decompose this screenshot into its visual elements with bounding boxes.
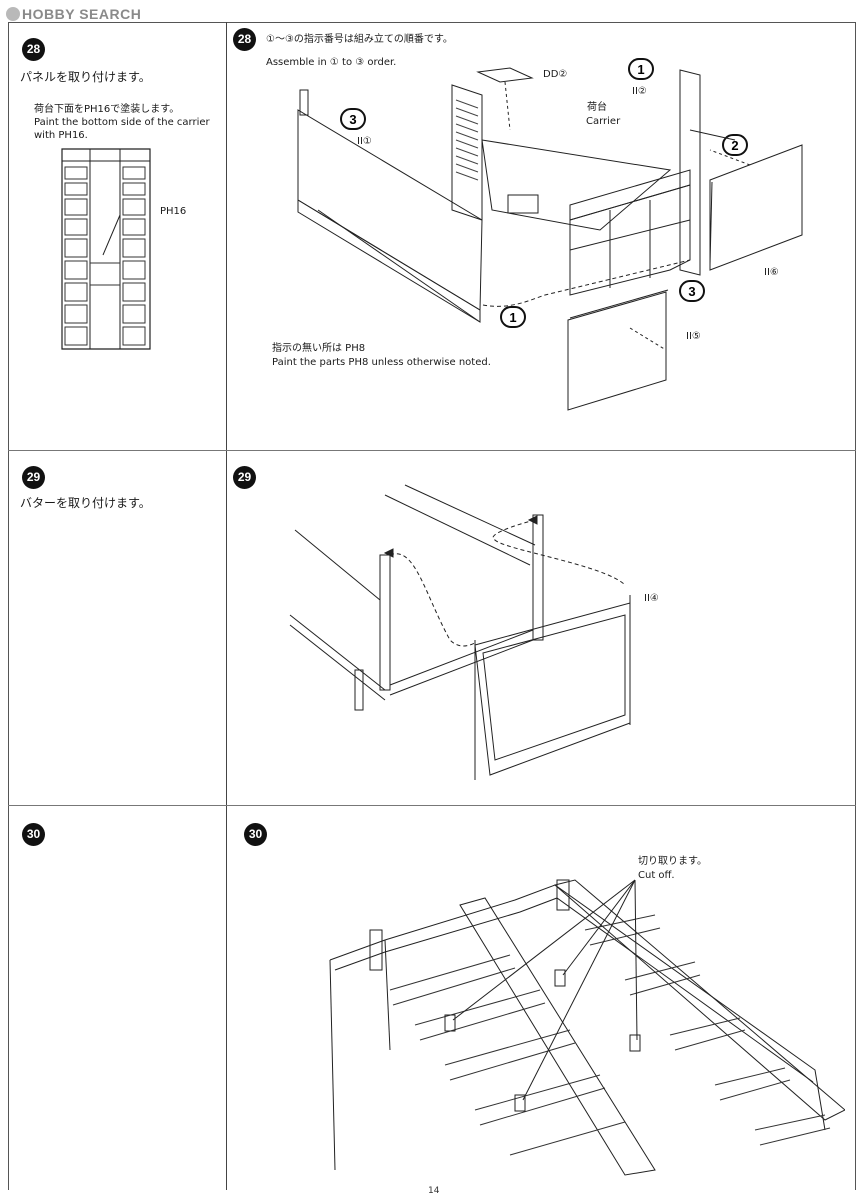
page-number: 14 xyxy=(428,1186,440,1196)
carrier-frame-cutoff-diagram xyxy=(325,870,845,1180)
svg-text:3: 3 xyxy=(349,112,356,127)
ii4-label: II④ xyxy=(644,593,659,604)
step-30-badge: 30 xyxy=(22,823,45,846)
step-29-badge: 29 xyxy=(22,466,45,489)
assembly-order-1-marker-top: 1 xyxy=(628,58,654,80)
ii5-label: II⑤ xyxy=(686,331,701,342)
logo-icon xyxy=(6,7,20,21)
carrier-paint-code: PH16 xyxy=(160,206,187,217)
svg-text:1: 1 xyxy=(509,310,516,325)
svg-text:1: 1 xyxy=(637,62,644,77)
step-28-paint-note-jp: 荷台下面をPH16で塗装します。 xyxy=(34,104,180,115)
carrier-assembly-diagram xyxy=(270,60,850,440)
cut-note-jp: 切り取ります。 xyxy=(638,856,707,867)
default-paint-note-jp: 指示の無い所は PH8 xyxy=(272,343,366,354)
page-frame xyxy=(8,22,856,1190)
tailgate-assembly-diagram xyxy=(285,475,645,795)
step-28-paint-note-en-1: Paint the bottom side of the carrier xyxy=(34,117,210,128)
step-28-paint-note-en-2: with PH16. xyxy=(34,130,88,141)
carrier-label-en: Carrier xyxy=(586,116,621,127)
ii1-label: II① xyxy=(357,136,372,147)
cut-note-en: Cut off. xyxy=(638,870,675,881)
column-divider xyxy=(226,22,227,1190)
step-28-badge: 28 xyxy=(22,38,45,61)
step-28-order-note-jp: ①～③の指示番号は組み立ての順番です。 xyxy=(266,34,453,45)
step-28-instruction: パネルを取り付けます。 xyxy=(20,70,151,84)
svg-text:2: 2 xyxy=(731,138,738,153)
step-29-instruction: バターを取り付けます。 xyxy=(20,496,151,510)
row-divider-1 xyxy=(8,450,856,451)
step-29-badge-right: 29 xyxy=(233,466,256,489)
step-30-badge-right: 30 xyxy=(244,823,267,846)
assembly-order-2-marker: 2 xyxy=(722,134,748,156)
assembly-order-1-marker-bottom: 1 xyxy=(500,306,526,328)
assembly-order-3-marker: 3 xyxy=(340,108,366,130)
carrier-label-jp: 荷台 xyxy=(587,102,607,113)
assembly-order-3-marker-right: 3 xyxy=(679,280,705,302)
ii6-label: II⑥ xyxy=(764,267,779,278)
step-28-badge-right: 28 xyxy=(233,28,256,51)
row-divider-2 xyxy=(8,805,856,806)
hobby-search-logo: HOBBY SEARCH xyxy=(6,6,141,22)
dd2-label: DD② xyxy=(543,69,568,80)
carrier-underside-diagram xyxy=(58,145,158,355)
ii2-label: II② xyxy=(632,86,647,97)
step-28-order-note-en: Assemble in ① to ③ order. xyxy=(266,57,397,68)
default-paint-note-en: Paint the parts PH8 unless otherwise not… xyxy=(272,357,491,368)
svg-text:3: 3 xyxy=(688,284,695,299)
